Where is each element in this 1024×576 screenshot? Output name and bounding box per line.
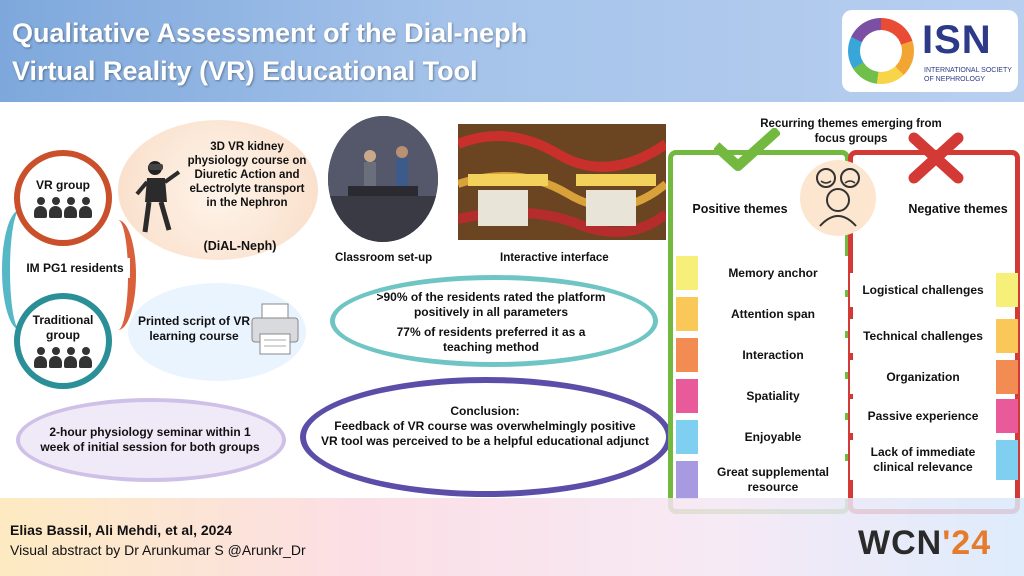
stats-text: >90% of the residents rated the platform… bbox=[376, 290, 606, 360]
positive-theme-label: Great supplemental resource bbox=[716, 465, 830, 494]
negative-theme-item: Passive experience bbox=[850, 399, 1018, 433]
interactive-interface-screenshot bbox=[458, 124, 666, 240]
interface-caption: Interactive interface bbox=[500, 252, 609, 264]
title-line-1: Qualitative Assessment of the Dial-neph bbox=[12, 18, 528, 48]
seminar-bubble bbox=[16, 398, 286, 482]
focus-group-faces-icon bbox=[816, 168, 860, 227]
dial-neph-label: (DiAL-Neph) bbox=[203, 239, 277, 253]
positive-theme-item: Great supplemental resource bbox=[676, 461, 848, 499]
positive-theme-label: Interaction bbox=[742, 347, 804, 362]
negative-theme-item: Lack of immediate clinical relevance bbox=[850, 440, 1018, 480]
positive-theme-item: Spatiality bbox=[676, 379, 848, 413]
visual-abstract-credit: Visual abstract by Dr Arunkumar S @Arunk… bbox=[10, 542, 306, 558]
negative-theme-label: Technical challenges bbox=[863, 328, 983, 343]
conclusion-text: Conclusion: Feedback of VR course was ov… bbox=[320, 404, 650, 449]
negative-theme-item: Technical challenges bbox=[850, 319, 1018, 353]
conclusion-line-2: VR tool was perceived to be a helpful ed… bbox=[320, 434, 650, 448]
positive-theme-label: Enjoyable bbox=[744, 429, 802, 444]
stats-bubble bbox=[330, 275, 658, 367]
negative-theme-label: Passive experience bbox=[867, 408, 979, 423]
vr-group-bubble: VR group bbox=[14, 150, 112, 246]
seminar-text: 2-hour physiology seminar within 1 week … bbox=[40, 425, 260, 454]
participants-label: IM PG1 residents bbox=[20, 258, 130, 278]
positive-theme-item: Attention span bbox=[676, 297, 848, 331]
negative-theme-item: Organization bbox=[850, 360, 1018, 394]
stat-positive-rating: >90% of the residents rated the platform… bbox=[376, 290, 606, 319]
footer-background bbox=[0, 498, 1024, 576]
stat-preferred-method: 77% of residents preferred it as a teach… bbox=[396, 325, 586, 354]
themes-header: Recurring themes emerging from focus gro… bbox=[760, 118, 942, 145]
group-people-icon bbox=[33, 196, 93, 219]
positive-theme-label: Spatiality bbox=[746, 388, 800, 403]
cycle-arrow-red bbox=[100, 220, 136, 330]
authors-citation: Elias Bassil, Ali Mehdi, et al, 2024 bbox=[10, 522, 233, 538]
isn-logo: ISN INTERNATIONAL SOCIETY OF NEPHROLOGY bbox=[842, 10, 1018, 92]
classroom-photo bbox=[328, 116, 438, 242]
vr-group-label: VR group bbox=[36, 177, 90, 192]
isn-logo-icon bbox=[848, 18, 914, 84]
negative-theme-label: Logistical challenges bbox=[862, 282, 984, 297]
printer-icon bbox=[251, 303, 299, 355]
conclusion-title: Conclusion: bbox=[450, 404, 520, 418]
wcn-logo-text: WCN bbox=[858, 524, 943, 562]
traditional-group-bubble: Traditional group bbox=[14, 293, 112, 389]
cycle-arrow-blue bbox=[2, 210, 38, 330]
negative-theme-item: Logistical challenges bbox=[850, 273, 1018, 307]
positive-theme-item: Enjoyable bbox=[676, 420, 848, 454]
classroom-caption: Classroom set-up bbox=[335, 252, 433, 264]
positive-theme-item: Memory anchor bbox=[676, 256, 848, 290]
wcn-logo: WCN'24 bbox=[858, 524, 991, 563]
cross-icon bbox=[908, 132, 964, 184]
negative-theme-label: Lack of immediate clinical relevance bbox=[870, 445, 976, 474]
positive-theme-item: Interaction bbox=[676, 338, 848, 372]
positive-themes-title: Positive themes bbox=[692, 202, 788, 216]
wcn-logo-year: '24 bbox=[942, 524, 992, 562]
vr-course-description: 3D VR kidney physiology course on Diuret… bbox=[187, 141, 307, 209]
page-title: Qualitative Assessment of the Dial-neph … bbox=[12, 14, 712, 90]
positive-theme-label: Attention span bbox=[731, 306, 815, 321]
group-people-icon bbox=[33, 347, 93, 369]
focus-group-badge bbox=[800, 160, 876, 236]
negative-theme-label: Organization bbox=[886, 369, 960, 384]
printed-script-label: Printed script of VR learning course bbox=[137, 314, 250, 343]
isn-logo-subtitle: INTERNATIONAL SOCIETY OF NEPHROLOGY bbox=[924, 67, 1012, 83]
traditional-group-label: Traditional group bbox=[32, 313, 94, 342]
conclusion-line-1: Feedback of VR course was overwhelmingly… bbox=[334, 419, 636, 433]
isn-logo-text: ISN bbox=[922, 18, 992, 62]
title-line-2: Virtual Reality (VR) Educational Tool bbox=[12, 56, 478, 86]
negative-themes-title: Negative themes bbox=[908, 202, 1008, 216]
vr-headset-user-icon bbox=[135, 161, 181, 233]
positive-theme-label: Memory anchor bbox=[728, 265, 818, 280]
checkmark-icon bbox=[714, 128, 780, 171]
